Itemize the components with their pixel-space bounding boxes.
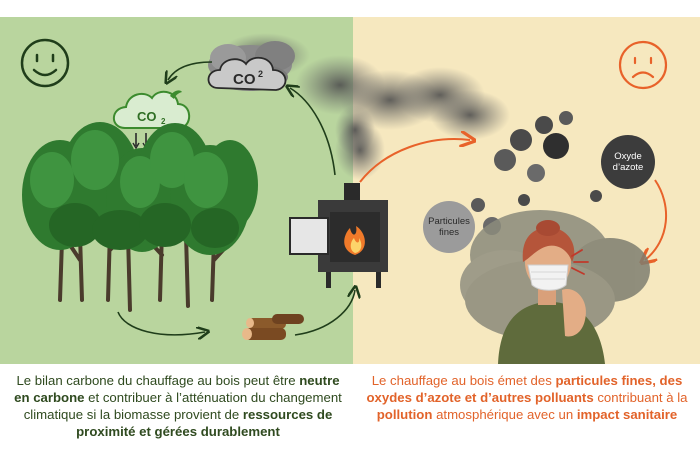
caption-left-part1: Le bilan carbone du chauffage au bois pe… (16, 373, 300, 388)
caption-left-bold2: ressources de proximité et gérées durabl… (76, 407, 333, 439)
caption-left: Le bilan carbone du chauffage au bois pe… (8, 372, 348, 440)
caption-left-part2: et contribuer à l’atténuation du changem… (23, 390, 342, 422)
arrow-forest-to-logs (117, 311, 205, 335)
caption-right-part3: atmosphérique avec un (432, 407, 577, 422)
wood-stove-icon (289, 183, 388, 288)
caption-right-part2: contribuant à la (593, 390, 688, 405)
smiley-happy-icon (20, 38, 70, 88)
caption-left-bold1: neutre en carbone (14, 373, 340, 405)
bubble-particules-fines (423, 201, 475, 253)
wood-logs-icon (242, 314, 304, 340)
woman-coughing-mask-icon (498, 220, 605, 364)
bubble-oxyde-azote (601, 135, 655, 189)
arrow-to-co2-cloud (168, 61, 213, 80)
co2-smoke-superscript: 2 (258, 69, 263, 79)
caption-right: Le chauffage au bois émet des particules… (360, 372, 694, 423)
smoke-plume (220, 33, 510, 180)
caption-right-bold2: pollution (376, 407, 433, 422)
pollutant-particles (471, 111, 602, 235)
arrow-pollutants-to-person (645, 179, 668, 260)
caption-right-bold3: impact sanitaire (576, 407, 678, 422)
bubble-oxyde-label: Oxyde d’azote (612, 151, 644, 173)
arrow-stove-to-cloud (290, 88, 336, 176)
forest-icon (22, 122, 258, 312)
bubble-particules-label: Particules fines (428, 216, 470, 238)
caption-right-bold1: particules fines, des oxydes d’azote et … (366, 373, 683, 405)
caption-right-part1: Le chauffage au bois émet des (371, 373, 556, 388)
arrow-stove-to-pollutants (359, 139, 470, 183)
arrow-logs-to-stove (294, 290, 355, 336)
co2-smoke-cloud-icon (207, 41, 295, 91)
smiley-sad-icon (618, 40, 668, 90)
co2-absorb-label: CO (137, 109, 157, 124)
co2-smoke-label: CO (233, 71, 256, 88)
co2-absorb-subscript: 2 (161, 117, 166, 126)
